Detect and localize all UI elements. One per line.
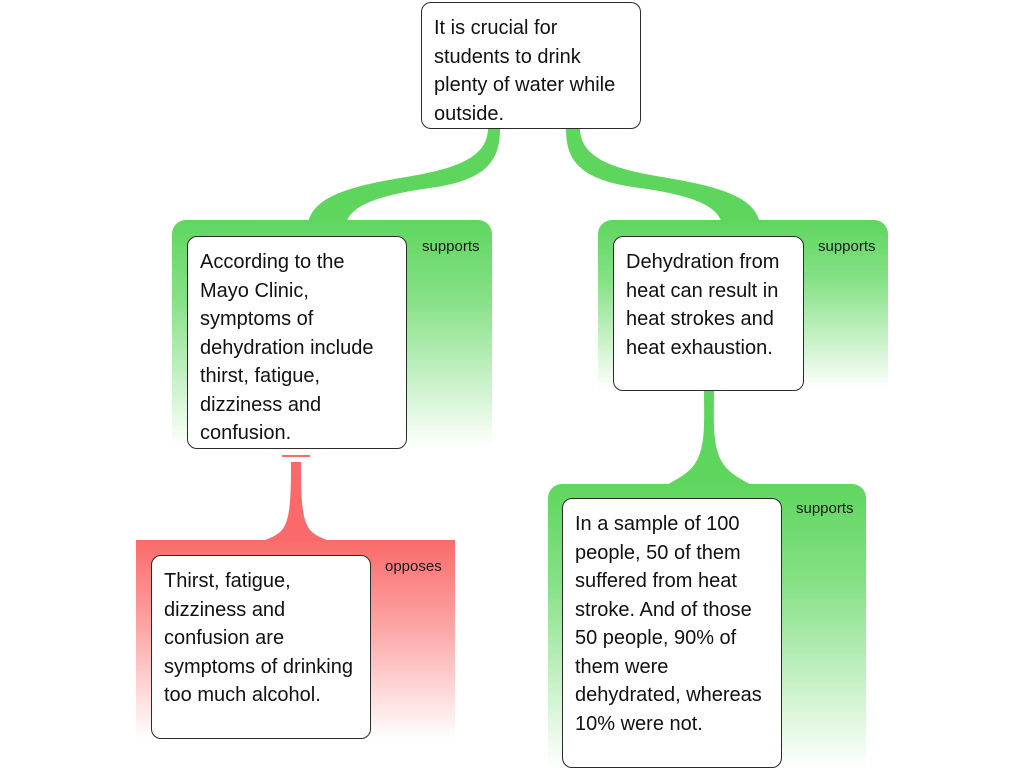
evidence-node-sample[interactable]: In a sample of 100 people, 50 of them su…	[562, 498, 782, 768]
claim-node[interactable]: It is crucial for students to drink plen…	[421, 2, 641, 129]
connector-claim-to-reason-right	[566, 128, 760, 224]
relation-label-reason-right: supports	[818, 238, 876, 255]
connector-reason-to-objection	[256, 462, 336, 544]
relation-label-reason-left: supports	[422, 238, 480, 255]
relation-label-objection: opposes	[385, 558, 442, 575]
connector-reason-to-evidence	[658, 390, 760, 490]
reason-node-mayo-clinic[interactable]: According to the Mayo Clinic, symptoms o…	[187, 236, 407, 449]
relation-label-evidence: supports	[796, 500, 854, 517]
reason-node-heat-dehydration[interactable]: Dehydration from heat can result in heat…	[613, 236, 804, 391]
connector-claim-to-reason-left	[308, 128, 500, 224]
objection-node-alcohol[interactable]: Thirst, fatigue, dizziness and confusion…	[151, 555, 371, 739]
